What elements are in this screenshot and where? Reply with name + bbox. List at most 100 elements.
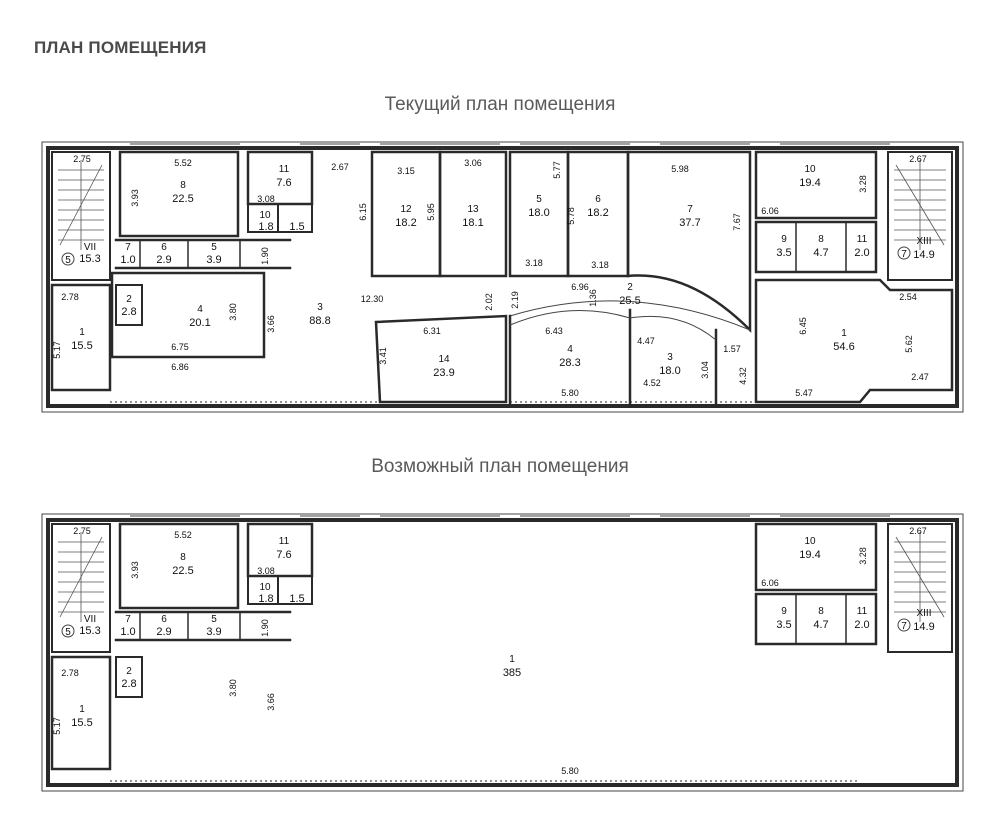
plan-label: 10: [259, 582, 271, 593]
plan-label: 6.75: [171, 342, 189, 352]
plan-label: 8: [818, 606, 824, 617]
plan-label: 1: [509, 654, 515, 665]
possible-plan-title: Возможный план помещения: [371, 456, 629, 477]
plan-label: 28.3: [559, 357, 580, 369]
plan-label: 6.15: [358, 203, 368, 221]
plan-label: 3.28: [858, 547, 868, 565]
current-plan-title: Текущий план помещения: [384, 94, 616, 115]
stair-mark-right: [897, 246, 911, 260]
plan-label: 5.80: [561, 766, 579, 776]
right-stair-wall: [887, 151, 953, 281]
right-stair-wall: [887, 523, 953, 653]
plan-label: 5: [211, 242, 217, 253]
room-labels: 8 22.5 11 7.6 10 1.8 1.5 7 1.0 6 2.9 5 3…: [71, 536, 934, 729]
plan-label: 5.17: [52, 341, 62, 359]
plan-label: XIII: [916, 236, 931, 247]
plan-label: 5: [65, 627, 71, 638]
plan-label: 2.75: [73, 526, 91, 536]
room-10r-wall: [754, 150, 878, 220]
page-title: ПЛАН ПОМЕЩЕНИЯ: [34, 38, 207, 57]
plan-label: 2.0: [854, 247, 869, 259]
current-plan-drawing: 5 7 8 22.5 11 7.6 10 1.8 1.5 7 1.0 6 2.9…: [41, 141, 964, 413]
plan-label: 2.02: [484, 293, 494, 311]
stair-mark-left: [61, 624, 75, 638]
room-2-wall: [115, 656, 143, 698]
plan-label: 18.2: [395, 217, 416, 229]
plan-label: 2.75: [73, 154, 91, 164]
plan-label: 2: [126, 294, 132, 305]
plan-label: 1.5: [289, 221, 304, 233]
plan-label: 2.67: [909, 526, 927, 536]
plan-label: 4: [197, 304, 203, 315]
plan-label: 5.17: [52, 717, 62, 735]
plan-label: 3.41: [378, 347, 388, 365]
current-floor-plan: 5 7 8 22.5 11 7.6 10 1.8 1.5 7 1.0 6 2.9…: [40, 140, 965, 415]
plan-label: 3.80: [228, 303, 238, 321]
left-stair-wall: [51, 151, 111, 281]
plan-label: 7: [687, 204, 693, 215]
room-1-right-wall: [754, 278, 954, 404]
plan-label: 11: [279, 536, 290, 547]
dimension-labels: 2.75 5.52 3.93 3.08 1.90 2.78 3.80 3.66 …: [52, 526, 927, 776]
stair-mark-right: [897, 618, 911, 632]
room-4-wall: [110, 271, 266, 359]
plan-label: 9: [781, 606, 787, 617]
plan-line: [895, 164, 945, 246]
plan-label: 5: [65, 255, 71, 266]
plan-line: [59, 536, 103, 618]
room-wc-wall: [277, 203, 313, 233]
plan-label: 14.9: [913, 621, 934, 633]
room-2-wall: [115, 284, 143, 326]
plan-label: 13: [467, 204, 479, 215]
plan-label: 11: [857, 606, 868, 617]
room-13-wall: [438, 150, 508, 278]
plan-label: 3.08: [257, 194, 275, 204]
plan-label: 19.4: [799, 549, 820, 561]
plan-label: 5: [211, 614, 217, 625]
plan-label: 4.32: [738, 367, 748, 385]
plan-label: 7: [125, 242, 131, 253]
plan-label: 5.95: [426, 203, 436, 221]
plan-label: 10: [259, 210, 271, 221]
plan-label: 3: [667, 352, 673, 363]
plan-label: 1.57: [723, 344, 741, 354]
plan-label: 11: [279, 164, 290, 175]
plan-label: 9: [781, 234, 787, 245]
plan-label: 3.28: [858, 175, 868, 193]
plan-label: 10: [804, 164, 816, 175]
plan-label: 2.19: [510, 291, 520, 309]
plan-label: 4: [567, 344, 573, 355]
plan-label: 4.52: [643, 378, 661, 388]
plan-label: 3.15: [397, 166, 415, 176]
plan-label: 2.54: [899, 292, 917, 302]
plan-label: 23.9: [433, 367, 454, 379]
plan-label: 2.0: [854, 619, 869, 631]
plan-label: 1.90: [260, 619, 270, 637]
dimension-labels: 2.75 5.52 3.93 3.08 2.67 3.15 3.06 6.15 …: [52, 154, 929, 398]
plan-label: 6: [595, 194, 601, 205]
plan-label: 6.06: [761, 578, 779, 588]
plan-label: 7.6: [276, 549, 291, 561]
plan-label: 37.7: [679, 217, 700, 229]
plan-label: 2.9: [156, 254, 171, 266]
outer-wall: [46, 146, 959, 408]
plan-label: 1: [79, 327, 85, 338]
room-10r-wall: [754, 522, 878, 592]
plan-label: 12.30: [361, 294, 384, 304]
plan-label: 3.93: [130, 189, 140, 207]
plan-line: [277, 575, 313, 605]
plan-label: 6.31: [423, 326, 441, 336]
plan-label: VII: [84, 242, 96, 253]
plan-label: 8: [180, 180, 186, 191]
plan-label: 5.62: [904, 335, 914, 353]
plan-label: 1.8: [258, 221, 273, 233]
plan-label: 5: [536, 194, 542, 205]
plan-label: 2.67: [909, 154, 927, 164]
plan-label: 88.8: [309, 315, 330, 327]
plan-label: 3.9: [206, 254, 221, 266]
plan-label: 7.6: [276, 177, 291, 189]
plan-label: 22.5: [172, 193, 193, 205]
plan-label: 6.96: [571, 282, 589, 292]
plan-label: 20.1: [189, 317, 210, 329]
plan-label: 4.47: [637, 336, 655, 346]
